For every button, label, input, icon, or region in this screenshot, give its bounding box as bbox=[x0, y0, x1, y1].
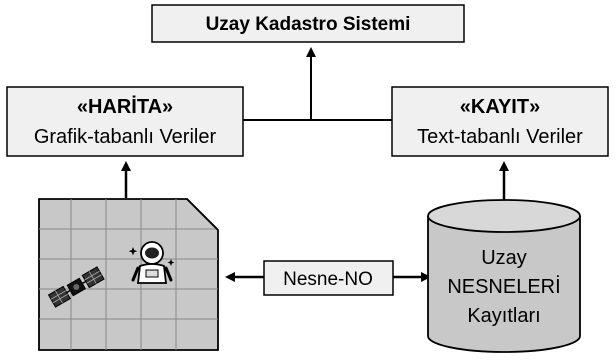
record-data-box: «KAYIT» Text-tabanlı Veriler bbox=[391, 86, 609, 157]
satellite-icon bbox=[47, 266, 105, 308]
map-stereotype-label: «HARİTA» bbox=[77, 95, 173, 118]
object-id-link: Nesne-NO bbox=[225, 260, 431, 296]
database-line-3: Kayıtları bbox=[467, 305, 540, 327]
hierarchy-connectors bbox=[243, 47, 392, 121]
grid-map-icon bbox=[38, 198, 219, 351]
database-line-1: Uzay bbox=[481, 247, 527, 269]
astronaut-icon bbox=[128, 241, 175, 284]
database-cylinder-icon: Uzay NESNELERİ Kayıtları bbox=[427, 199, 581, 353]
title-box: Uzay Kadastro Sistemi bbox=[151, 4, 465, 43]
map-data-box: «HARİTA» Grafik-tabanlı Veriler bbox=[6, 86, 244, 157]
record-data-label: Text-tabanlı Veriler bbox=[417, 126, 583, 148]
object-id-label: Nesne-NO bbox=[283, 269, 373, 290]
record-stereotype-label: «KAYIT» bbox=[460, 96, 540, 118]
title-label: Uzay Kadastro Sistemi bbox=[206, 14, 411, 35]
database-line-2: NESNELERİ bbox=[447, 275, 560, 298]
map-data-label: Grafik-tabanlı Veriler bbox=[34, 126, 217, 148]
